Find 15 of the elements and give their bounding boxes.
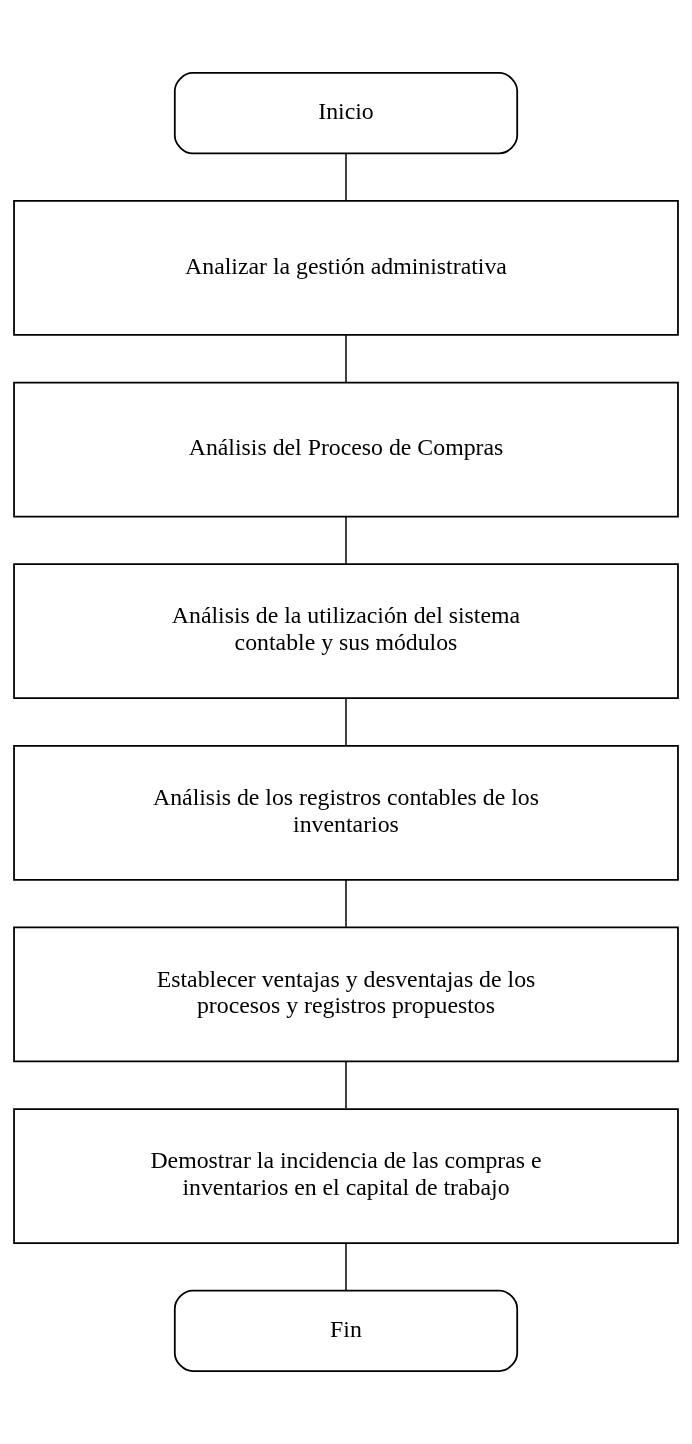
node-box: Análisis de los registros contables de los inventarios [13,744,679,881]
connector [345,515,347,565]
node-box: Inicio [173,72,519,155]
connector [345,879,347,928]
connector [345,152,347,202]
node-box: Análisis del Proceso de Compras [13,381,679,518]
connector [345,1060,347,1110]
node-box: Establecer ventajas y desventajas de los procesos y registros propuestos [13,926,679,1063]
node-box: Demostrar la incidencia de las compras e inventarios en el capital de trabajo [13,1108,679,1244]
connector [345,1242,347,1291]
node-box: Análisis de la utilización del sistema contable y sus módulos [13,563,679,700]
node-box: Fin [173,1289,519,1372]
node-box: Analizar la gestión administrativa [13,200,679,336]
connector [345,697,347,746]
connector [345,334,347,383]
